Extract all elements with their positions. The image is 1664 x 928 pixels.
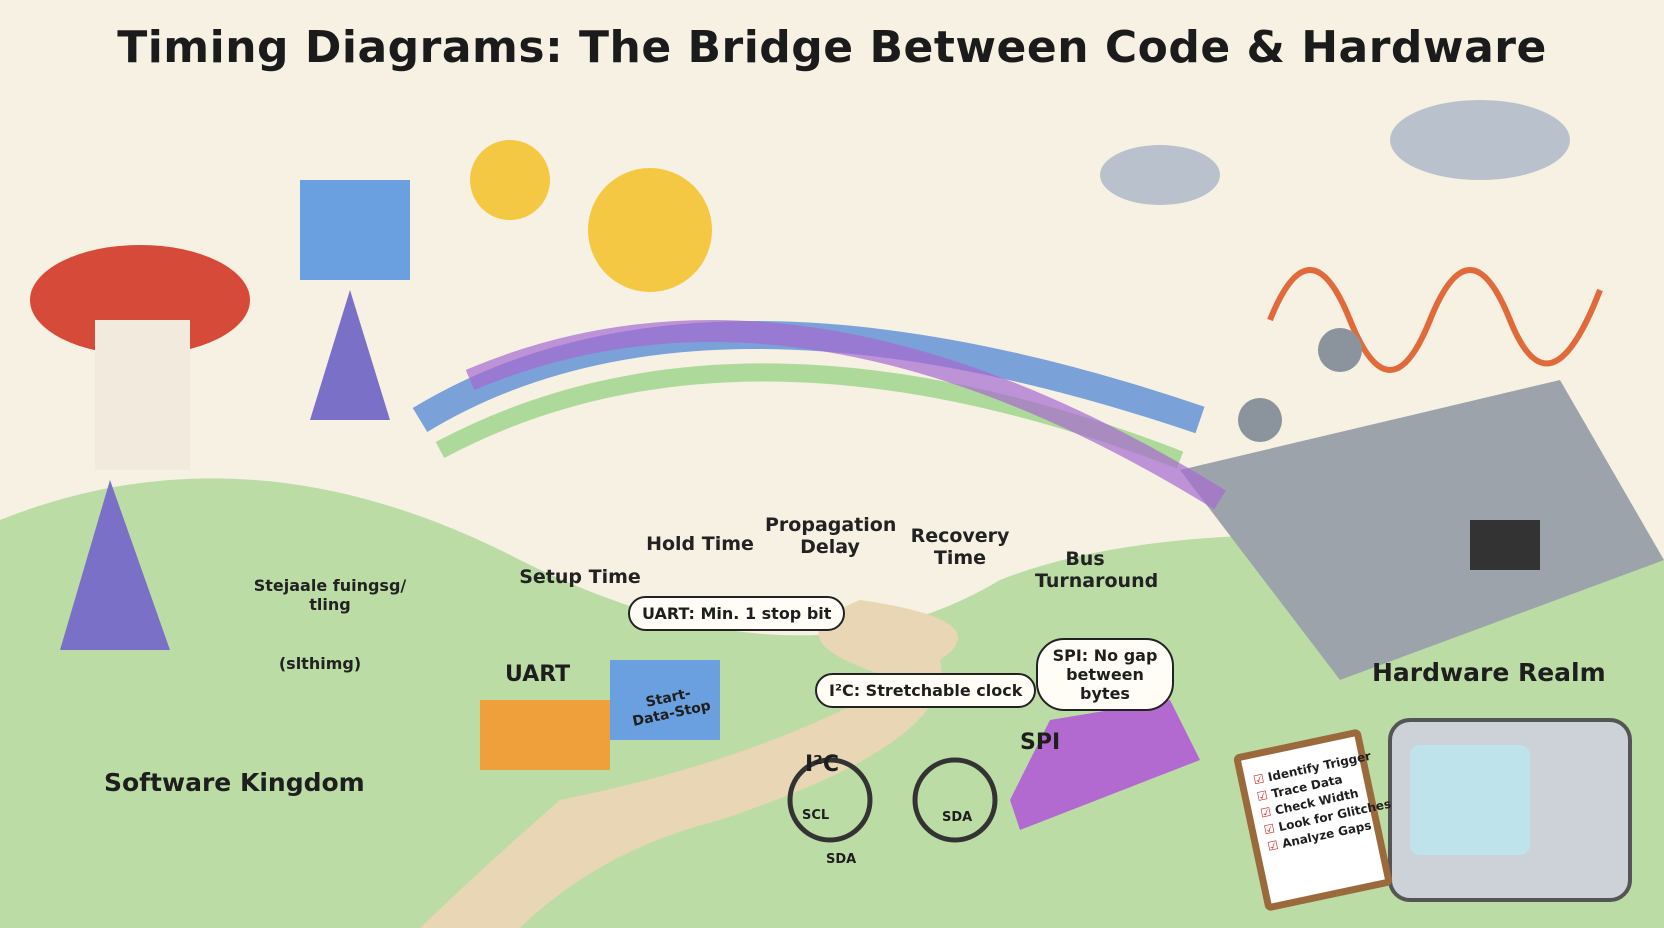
wheel-label-scl: SCL [802, 808, 830, 823]
label-hold-time: Hold Time [646, 533, 754, 555]
wheel-label-sda: SDA [942, 810, 973, 825]
robot [1238, 398, 1282, 442]
oscilloscope-screen [1410, 745, 1530, 855]
robot [1318, 328, 1362, 372]
spi-speech-bubble: SPI: No gap between bytes [1036, 638, 1174, 711]
software-scribble: Stejaale fuingsg/ tling [253, 576, 407, 614]
microchip [1470, 520, 1540, 570]
mushroom-cap [30, 245, 250, 355]
uart-train [480, 700, 610, 770]
signal-wave [1267, 267, 1603, 373]
region-hardware-realm: Hardware Realm [1372, 658, 1606, 687]
i2c-label: I²C [805, 752, 839, 777]
page-title: Timing Diagrams: The Bridge Between Code… [117, 22, 1547, 73]
wizard-right [310, 290, 390, 420]
software-scribble: (slthimg) [278, 654, 362, 673]
mushroom-house [95, 320, 190, 470]
bicycle-wheel-right [912, 757, 998, 843]
wizard-left [60, 480, 170, 650]
label-propagation-delay: Propagation Delay [765, 514, 897, 558]
label-recovery-time: Recovery Time [910, 525, 1010, 569]
spi-label: SPI [1020, 730, 1061, 755]
wheel-label-sda: SDA [826, 852, 857, 867]
uart-truck [610, 660, 720, 740]
puzzle-icon [300, 180, 410, 280]
circuit-board [1180, 380, 1664, 680]
i2c-speech-bubble: I²C: Stretchable clock [815, 673, 1037, 708]
region-software-kingdom: Software Kingdom [104, 768, 365, 797]
moon-character [913, 160, 1020, 307]
thermometer-sun-icon [470, 140, 550, 220]
bicycle-wheel-left [787, 757, 873, 843]
rain-cloud-icon [1390, 100, 1570, 180]
uart-speech-bubble: UART: Min. 1 stop bit [628, 596, 846, 631]
winding-road [420, 600, 958, 928]
uart-label: UART [505, 662, 571, 687]
sun-character [588, 168, 712, 292]
cloud-icon [1100, 145, 1220, 205]
label-bus-turnaround: Bus Turnaround [1035, 548, 1159, 592]
ribbon-purple [465, 320, 1226, 510]
label-setup-time: Setup Time [519, 566, 641, 588]
spi-race-car [1010, 700, 1200, 830]
